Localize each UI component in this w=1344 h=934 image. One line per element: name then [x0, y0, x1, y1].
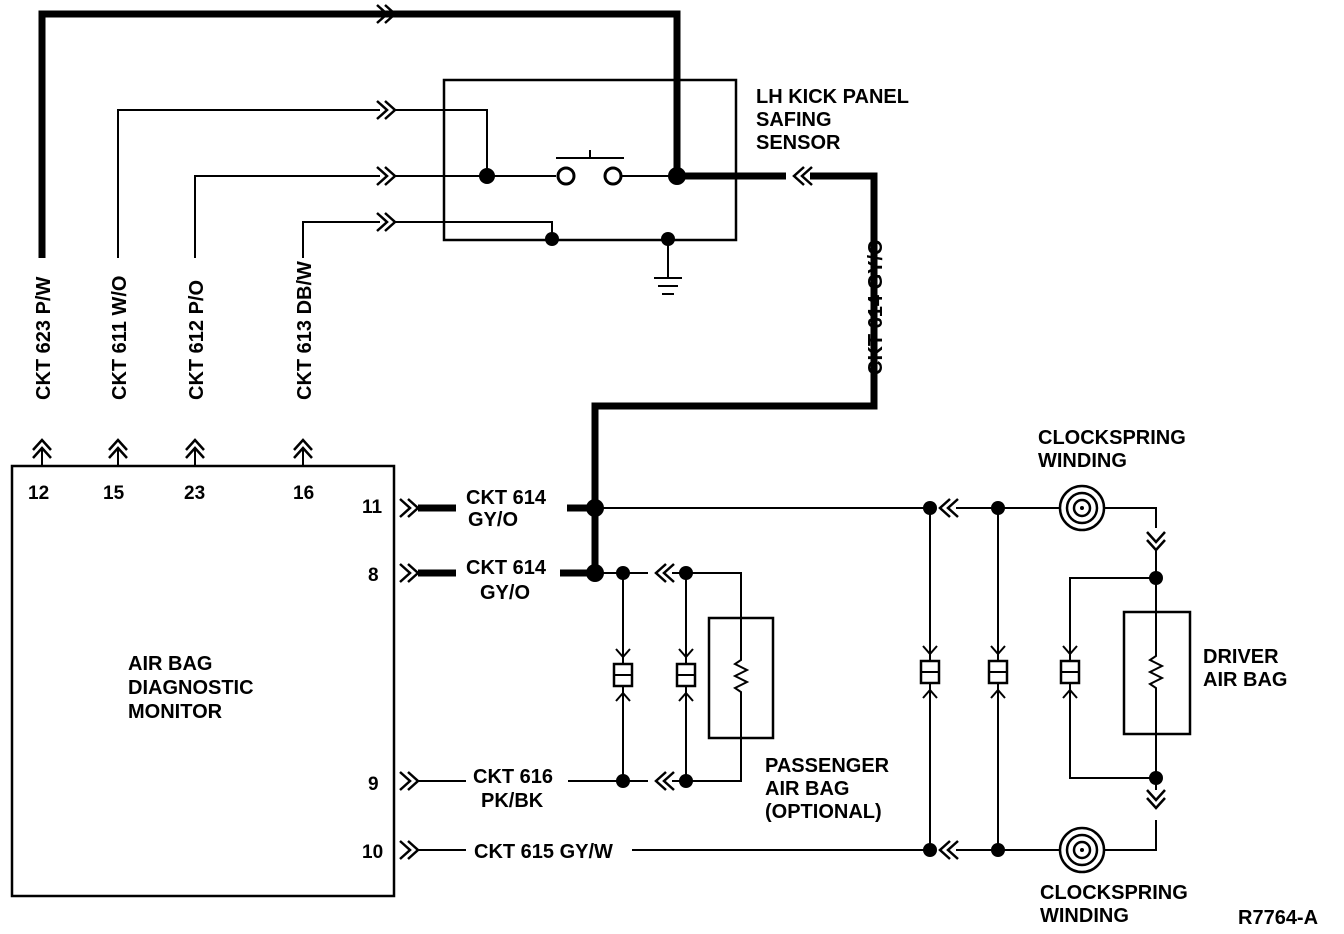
passenger-label-1: PASSENGER — [765, 755, 890, 777]
label-ckt613: CKT 613 DB/W — [294, 261, 316, 400]
passenger-label-2: AIR BAG — [765, 778, 849, 800]
label-ckt614b-2: GY/O — [480, 582, 530, 604]
pin-15: 15 — [103, 483, 125, 504]
clockspring-bottom-label-2: WINDING — [1040, 905, 1129, 927]
pin-8: 8 — [368, 565, 379, 586]
pin-9: 9 — [368, 774, 379, 795]
label-ckt614a-2: GY/O — [468, 509, 518, 531]
label-ckt616-2: PK/BK — [481, 790, 544, 812]
clockspring-top-label-1: CLOCKSPRING — [1038, 427, 1186, 449]
sensor-label-3: SENSOR — [756, 132, 841, 154]
sensor-label-1: LH KICK PANEL — [756, 86, 909, 108]
label-ckt614-vertical: CKT 614 GY/O — [865, 239, 887, 375]
safing-sensor-box — [442, 78, 738, 242]
wire-ckt623 — [38, 10, 681, 258]
label-ckt611: CKT 611 W/O — [109, 276, 131, 400]
passenger-label-3: (OPTIONAL) — [765, 801, 882, 823]
clockspring-bottom-label-1: CLOCKSPRING — [1040, 882, 1188, 904]
passenger-airbag-resistor — [732, 618, 750, 738]
monitor-label-3: MONITOR — [128, 701, 223, 723]
pin-12: 12 — [28, 483, 49, 504]
wire-ckt613 — [302, 221, 380, 258]
driver-label-1: DRIVER — [1203, 646, 1279, 668]
label-ckt614b-1: CKT 614 — [466, 557, 547, 579]
wire-ckt611 — [117, 109, 380, 258]
monitor-label-1: AIR BAG — [128, 653, 212, 675]
pin-23: 23 — [184, 483, 205, 504]
pin-10: 10 — [362, 842, 383, 863]
label-ckt612: CKT 612 P/O — [186, 280, 208, 400]
clockspring-bottom-icon — [1058, 826, 1106, 874]
pin-11: 11 — [362, 497, 383, 518]
clockspring-top-icon — [1058, 484, 1106, 532]
driver-airbag-resistor — [1147, 578, 1165, 778]
label-ckt614a-1: CKT 614 — [466, 487, 547, 509]
label-ckt616-1: CKT 616 — [473, 766, 553, 788]
clockspring-top-label-2: WINDING — [1038, 450, 1127, 472]
sensor-label-2: SAFING — [756, 109, 832, 131]
monitor-box — [10, 464, 396, 898]
wire-ckt612 — [194, 175, 380, 258]
pin-16: 16 — [293, 483, 314, 504]
label-ckt615: CKT 615 GY/W — [474, 841, 613, 863]
monitor-label-2: DIAGNOSTIC — [128, 677, 254, 699]
ground-icon — [654, 239, 682, 295]
figure-id: R7764-A — [1238, 907, 1318, 929]
driver-label-2: AIR BAG — [1203, 669, 1287, 691]
label-ckt623: CKT 623 P/W — [33, 277, 55, 400]
